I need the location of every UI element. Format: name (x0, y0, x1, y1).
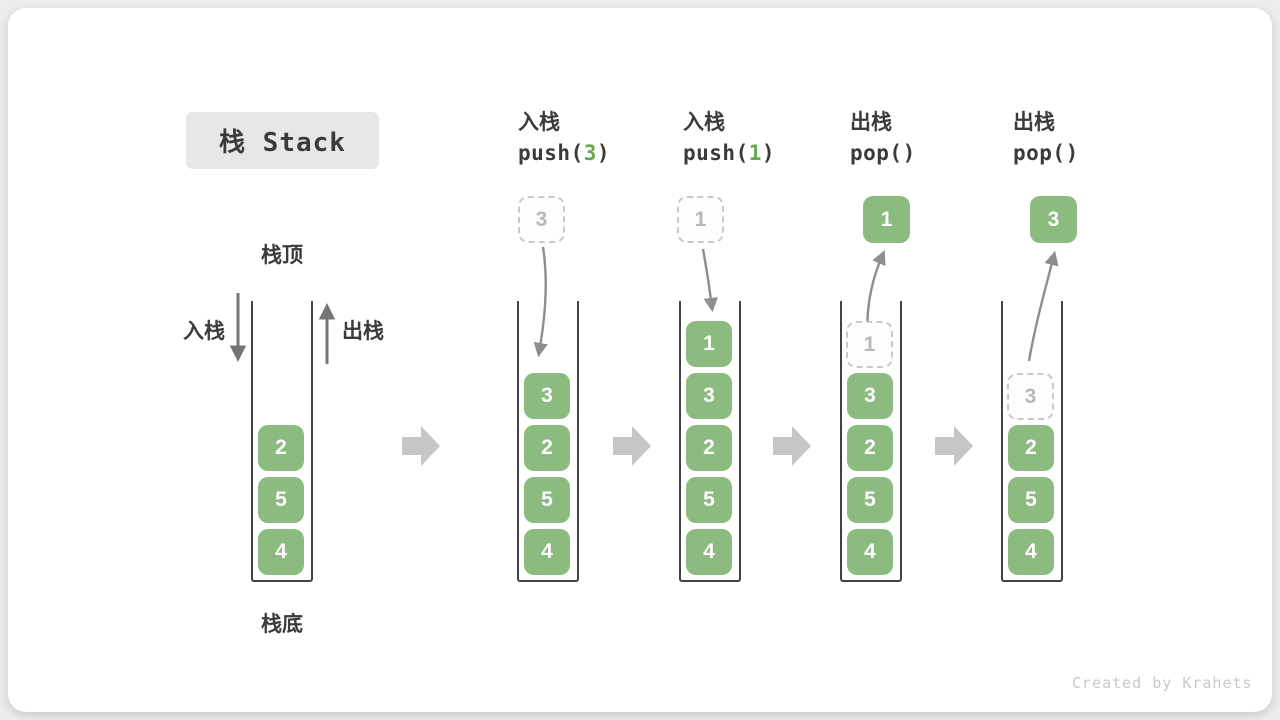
incoming-ghost-box: 3 (518, 196, 565, 243)
stack-item: 5 (847, 477, 893, 523)
stage-transition-arrow-icon (613, 426, 651, 466)
code-arg: 3 (583, 141, 597, 165)
stack-item: 3 (686, 373, 732, 419)
stack-container (1001, 301, 1063, 582)
page-title: 栈 Stack (219, 128, 346, 158)
code-arg: 1 (748, 141, 762, 165)
stack-top-label: 栈顶 (261, 244, 303, 267)
stack-item: 2 (686, 425, 732, 471)
op-label: 入栈 (683, 111, 725, 134)
incoming-ghost-box: 1 (677, 196, 724, 243)
op-label: 入栈 (518, 111, 560, 134)
stack-item: 1 (686, 321, 732, 367)
op-label: 出栈 (1013, 111, 1055, 134)
stack-item: 4 (1008, 529, 1054, 575)
op-code: push(3) (518, 141, 610, 165)
code-post: ) (596, 141, 611, 165)
stage-transition-arrow-icon (773, 426, 811, 466)
stack-item: 2 (524, 425, 570, 471)
push-side-label: 入栈 (183, 320, 225, 343)
removed-ghost-box: 3 (1007, 373, 1054, 420)
stack-item: 4 (686, 529, 732, 575)
stack-item: 3 (524, 373, 570, 419)
stack-item: 3 (847, 373, 893, 419)
removed-ghost-box: 1 (846, 321, 893, 368)
code-pre: pop() (1013, 141, 1079, 165)
stack-container (679, 301, 741, 582)
stack-item: 4 (258, 529, 304, 575)
stack-item: 4 (847, 529, 893, 575)
stack-container (251, 301, 313, 582)
stage-transition-arrow-icon (935, 426, 973, 466)
stack-item: 5 (524, 477, 570, 523)
op-code: push(1) (683, 141, 775, 165)
op-code: pop() (1013, 141, 1079, 165)
op-code: pop() (850, 141, 916, 165)
stack-item: 5 (686, 477, 732, 523)
stack-item: 5 (258, 477, 304, 523)
code-pre: pop() (850, 141, 916, 165)
stack-item: 2 (1008, 425, 1054, 471)
stack-container (840, 301, 902, 582)
popped-value-box: 1 (863, 196, 910, 243)
stack-item: 4 (524, 529, 570, 575)
code-pre: push( (518, 141, 584, 165)
op-label: 出栈 (850, 111, 892, 134)
stack-item: 2 (847, 425, 893, 471)
stack-item: 2 (258, 425, 304, 471)
stack-container (517, 301, 579, 582)
code-pre: push( (683, 141, 749, 165)
pop-side-label: 出栈 (342, 320, 384, 343)
stage-transition-arrow-icon (402, 426, 440, 466)
stack-item: 5 (1008, 477, 1054, 523)
popped-value-box: 3 (1030, 196, 1077, 243)
title-box: 栈 Stack (186, 112, 379, 169)
push1-curved-arrow-icon (701, 248, 718, 313)
watermark: Created by Krahets (1072, 674, 1253, 692)
code-post: ) (761, 141, 776, 165)
stack-bottom-label: 栈底 (261, 613, 303, 636)
